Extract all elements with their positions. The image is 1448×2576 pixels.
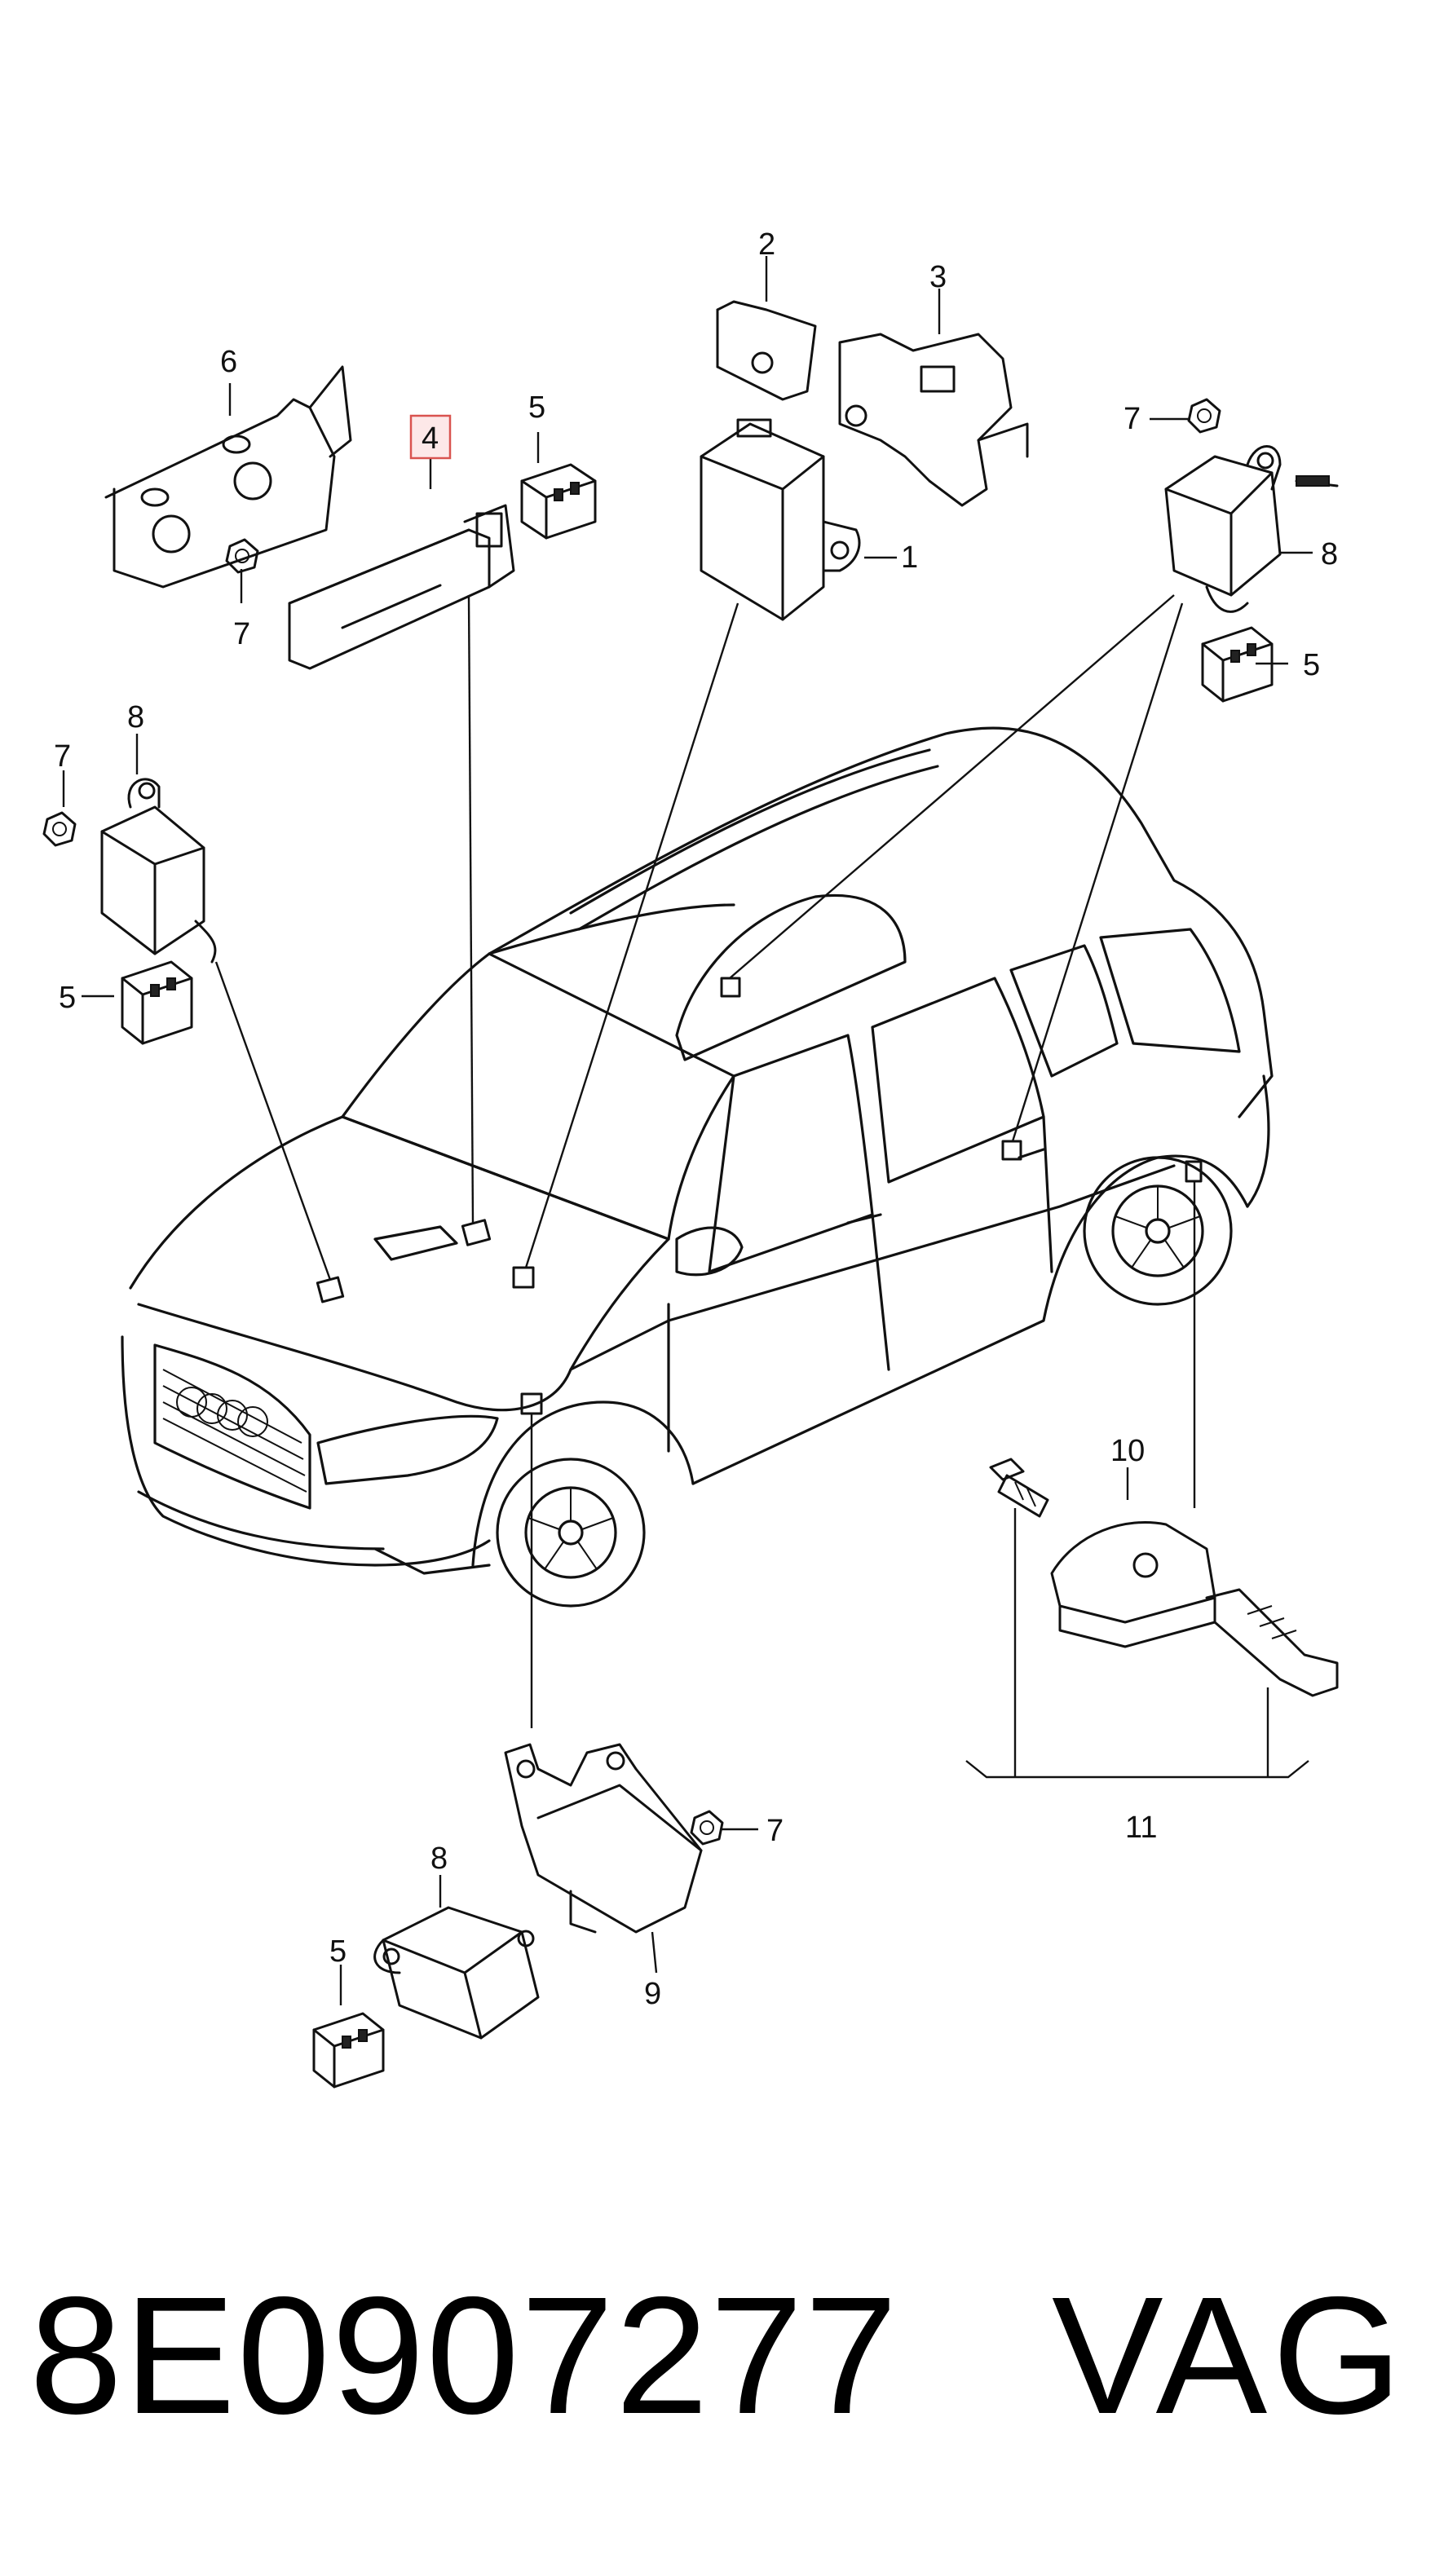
callout-5-right: 5	[1303, 648, 1320, 682]
callout-8-bottom: 8	[430, 1842, 448, 1876]
part-8-module-b	[100, 778, 217, 964]
part-7-nut-d	[690, 1810, 724, 1846]
part-5-connector-c	[121, 960, 193, 1045]
part-10-tpms-sensor	[989, 1458, 1339, 1697]
leader-lines	[62, 256, 1313, 2005]
part-8-module-c	[373, 1906, 540, 2040]
callout-8-top-right: 8	[1321, 537, 1338, 571]
part-8-module-a	[1164, 445, 1339, 613]
part-7-nut-b	[1187, 398, 1221, 434]
part-7-nut-a	[225, 538, 259, 574]
callout-labels: 1 2 3 4 5 5 5 5 6 7 7 7 7 8 8 8 9 10 11	[54, 227, 1338, 2011]
callout-5-left: 5	[59, 981, 76, 1015]
car-illustration	[121, 726, 1274, 1608]
parts-diagram: 1 2 3 4 5 5 5 5 6 7 7 7 7 8 8 8 9 10 11	[42, 227, 1339, 2089]
part-5-connector-b	[1201, 626, 1274, 703]
part-7-nut-c	[42, 811, 77, 847]
callout-7-top-left: 7	[233, 617, 250, 651]
part-9-bracket	[504, 1743, 703, 1934]
part-4-antenna	[288, 504, 515, 670]
callout-4-highlight	[409, 414, 452, 460]
part-3-bracket	[838, 333, 1029, 507]
callout-7-top-right: 7	[1124, 402, 1141, 436]
part-5-connector-d	[312, 2012, 385, 2089]
brand-name: VAG	[1052, 2262, 1407, 2449]
callout-2: 2	[758, 227, 775, 262]
callout-7-left: 7	[54, 739, 71, 774]
part-6-bracket	[104, 365, 352, 589]
callout-4: 4	[422, 421, 439, 456]
callout-6: 6	[220, 345, 237, 379]
callout-1: 1	[901, 540, 918, 575]
callout-5-bottom: 5	[329, 1934, 347, 1969]
part-number: 8E0907277	[29, 2262, 899, 2449]
callout-11: 11	[1125, 1811, 1157, 1845]
callout-10: 10	[1110, 1434, 1145, 1468]
part-2-bracket	[716, 300, 817, 401]
callout-8-left: 8	[127, 700, 144, 734]
callout-9: 9	[644, 1977, 661, 2011]
callout-7-bottom: 7	[766, 1814, 784, 1848]
part-1-control-unit	[700, 418, 861, 621]
part-5-connector-a	[520, 463, 597, 540]
footer: 8E0907277 VAG	[0, 2234, 1448, 2494]
callout-3: 3	[929, 260, 947, 294]
callout-5-top: 5	[528, 390, 545, 425]
